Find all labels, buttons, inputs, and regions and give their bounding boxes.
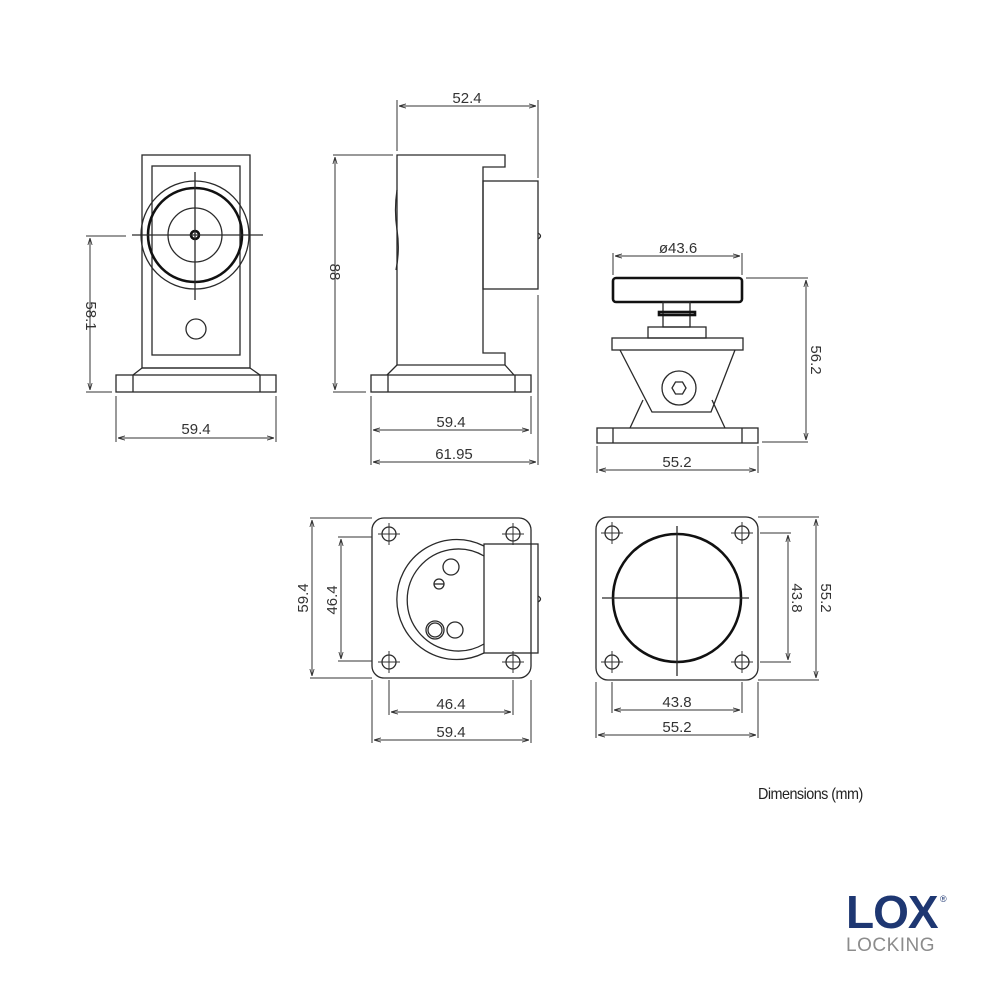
plate-plan-view: 43.8 55.2 43.8 55.2: [595, 516, 834, 738]
plate-outer-h-dim: 55.2: [662, 719, 691, 736]
logo-subtitle: LOCKING: [846, 935, 936, 956]
front-view: 58.1 59.4: [82, 154, 277, 442]
side-view: 88 52.4 59.4 61.95: [326, 90, 542, 465]
plate-disc-dim: ø43.6: [659, 240, 697, 257]
front-width-dim: 59.4: [181, 421, 210, 438]
base-plan-view: 59.4 46.4 46.4 59.4: [295, 517, 542, 743]
side-overall-dim: 61.95: [435, 446, 473, 463]
plate-holes-h-dim: 43.8: [662, 694, 691, 711]
plate-side-view: ø43.6 56.2 55.2: [596, 240, 824, 473]
base-holes-v-dim: 46.4: [324, 585, 341, 614]
plate-holes-v-dim: 43.8: [788, 583, 805, 612]
side-height-dim: 88: [326, 264, 343, 281]
lox-locking-logo: LOX ® LOCKING: [846, 886, 956, 957]
plate-height-dim: 56.2: [807, 345, 824, 374]
logo-brand: LOX: [846, 886, 939, 938]
base-outer-h-dim: 59.4: [436, 724, 465, 741]
side-magnet-depth-dim: 52.4: [452, 90, 481, 107]
front-height-dim: 58.1: [82, 301, 99, 330]
side-base-dim: 59.4: [436, 414, 465, 431]
logo-registered-mark: ®: [940, 894, 947, 904]
base-holes-h-dim: 46.4: [436, 696, 465, 713]
dimensions-caption: Dimensions (mm): [758, 786, 863, 803]
plate-base-dim: 55.2: [662, 454, 691, 471]
plate-outer-v-dim: 55.2: [817, 583, 834, 612]
base-outer-v-dim: 59.4: [295, 583, 312, 612]
